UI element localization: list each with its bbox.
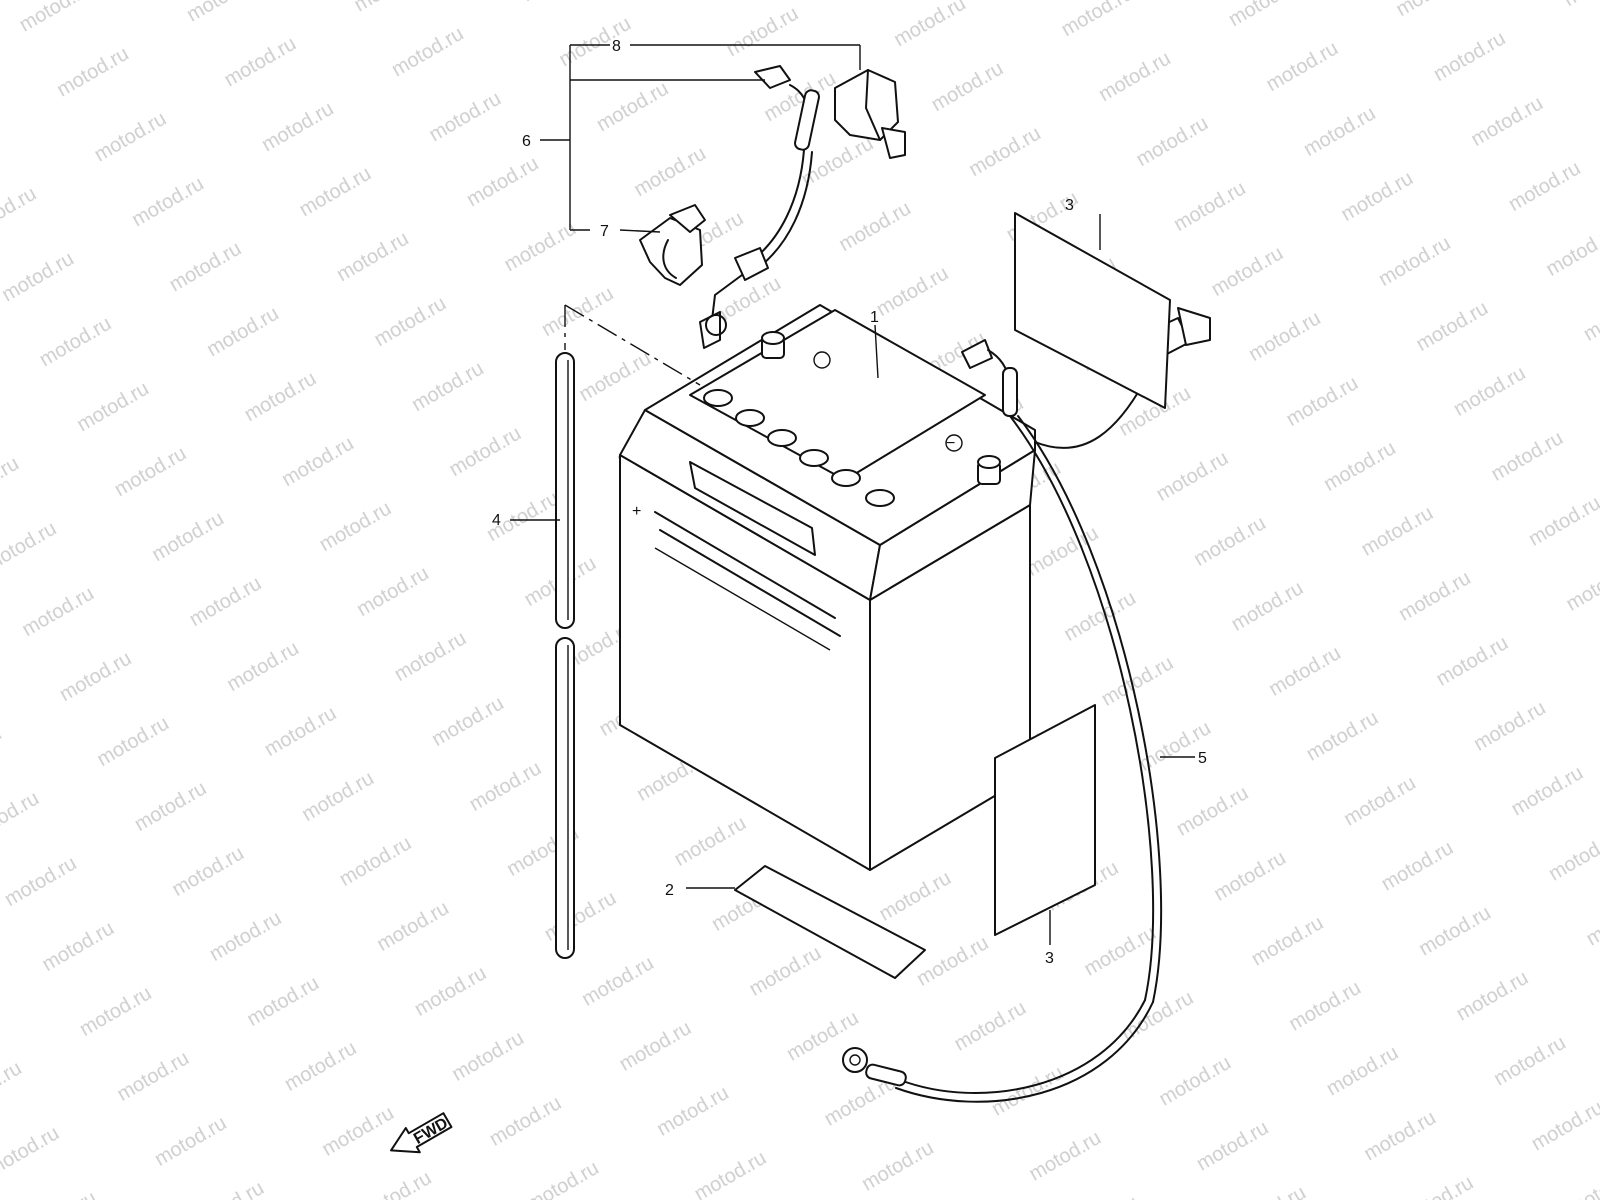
callout-1: 1	[870, 309, 879, 326]
positive-terminal	[761, 331, 785, 359]
callout-3-top: 3	[1065, 197, 1074, 214]
callout-5: 5	[1198, 750, 1207, 767]
battery-pad-side	[994, 704, 1096, 936]
callout-7: 7	[600, 223, 609, 240]
positive-lead	[699, 65, 820, 349]
negative-mark: −	[946, 435, 955, 452]
terminal-cover-8	[834, 69, 906, 159]
callout-leaders	[510, 44, 1195, 945]
callout-2: 2	[665, 882, 674, 899]
battery: + −	[619, 304, 1036, 871]
battery-pad-bottom	[734, 865, 926, 979]
terminal-cover-7	[639, 204, 706, 286]
callout-4: 4	[492, 512, 501, 529]
breather-tube	[555, 352, 575, 959]
callout-8: 8	[612, 38, 621, 55]
vent-caps	[703, 389, 895, 507]
battery-pad-top	[1014, 212, 1171, 409]
negative-lead	[842, 339, 1163, 1103]
positive-mark: +	[632, 503, 641, 520]
callout-3-bottom: 3	[1045, 950, 1054, 967]
callout-6: 6	[522, 133, 531, 150]
dashed-leader	[564, 304, 701, 386]
negative-terminal	[977, 455, 1001, 485]
